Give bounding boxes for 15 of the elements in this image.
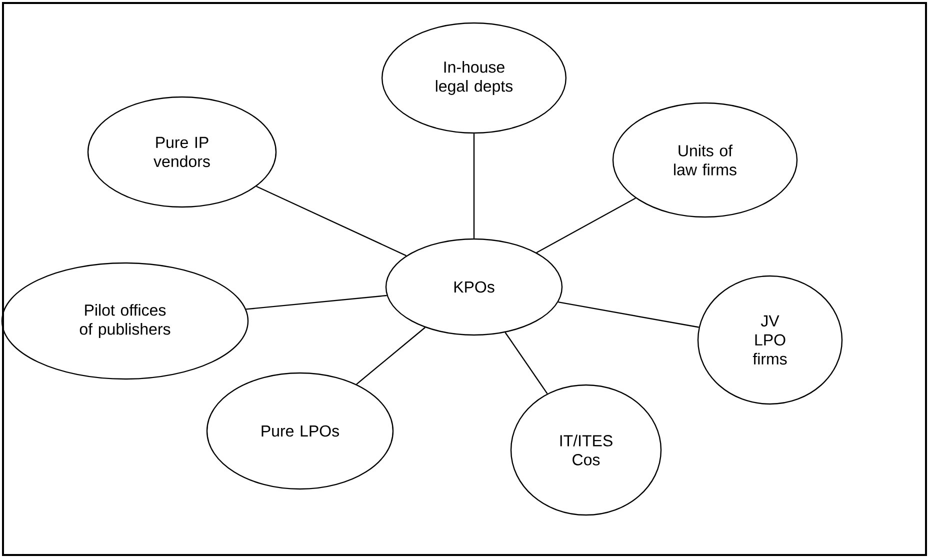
ellipse-node: Pilot offices of publishers	[1, 262, 249, 380]
ellipse-node: JV LPO firms	[697, 275, 843, 405]
ellipse-node: Pure IP vendors	[87, 96, 277, 208]
connector-line	[504, 332, 548, 394]
connector-line	[536, 198, 636, 254]
ellipse-node: Units of law firms	[612, 102, 798, 218]
connector-line	[558, 302, 699, 328]
ellipse-node: Pure LPOs	[206, 372, 394, 490]
connector-line	[256, 186, 407, 256]
ellipse-node: KPOs	[385, 238, 563, 336]
ellipse-node: IT/ITES Cos	[510, 384, 662, 516]
connector-line	[473, 134, 475, 238]
connector-line	[356, 327, 426, 385]
ellipse-node: In-house legal depts	[381, 22, 567, 134]
connector-line	[246, 294, 387, 310]
